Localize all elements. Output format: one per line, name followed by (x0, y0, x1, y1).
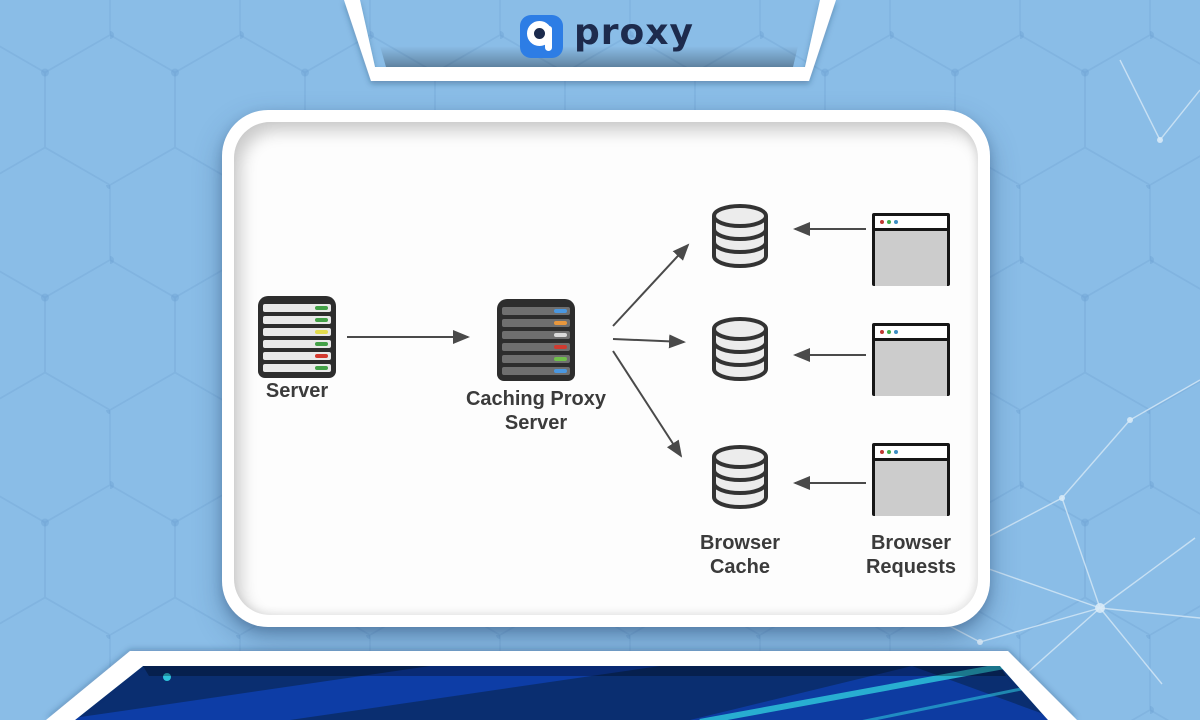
browser-titlebar (875, 446, 947, 461)
browser-window-icon-2 (872, 323, 950, 396)
proxy-slat (502, 355, 570, 363)
browser-titlebar (875, 216, 947, 231)
server-light (315, 306, 328, 310)
server-slat (263, 304, 331, 312)
browser-dot-green (887, 220, 891, 224)
browser-requests-label: Browser Requests (865, 532, 957, 578)
browser-content (875, 461, 947, 516)
browser-dot-red (880, 450, 884, 454)
bottom-banner-fill (75, 666, 1048, 720)
caching-proxy-server-label: Caching Proxy Server (465, 388, 607, 434)
proxy-slat (502, 367, 570, 375)
server-light (315, 318, 328, 322)
server-light (315, 366, 328, 370)
browser-dot-blue (894, 450, 898, 454)
banner-accent-shape-2 (690, 666, 1048, 720)
cache-cylinder-icon-1 (712, 204, 768, 268)
nine-glyph-tail (545, 25, 552, 51)
logo-wordmark: proxy (574, 12, 694, 53)
diagram-canvas (234, 122, 978, 615)
banner-cyan-streak-2 (859, 678, 1048, 720)
caching-proxy-server-icon (497, 299, 575, 381)
server-light (315, 342, 328, 346)
browser-window-icon-3 (872, 443, 950, 516)
banner-cyan-streak-1 (699, 666, 1016, 720)
proxy-light (554, 345, 567, 349)
browser-titlebar (875, 326, 947, 341)
bottom-banner-frame (46, 651, 1077, 720)
browser-dot-red (880, 330, 884, 334)
browser-dot-green (887, 330, 891, 334)
proxy-light (554, 321, 567, 325)
browser-dot-blue (894, 330, 898, 334)
banner-accent-shape-1 (75, 666, 660, 720)
banner-cyan-dot (163, 673, 171, 681)
proxy-light (554, 333, 567, 337)
server-slat (263, 364, 331, 372)
proxy-slat (502, 319, 570, 327)
browser-cache-label: Browser Cache (699, 532, 781, 578)
proxy-light (554, 357, 567, 361)
browser-dot-green (887, 450, 891, 454)
server-label: Server (265, 380, 329, 402)
server-slat (263, 316, 331, 324)
server-slat (263, 352, 331, 360)
proxy-slat (502, 343, 570, 351)
cache-cylinder-icon-2 (712, 317, 768, 381)
browser-dot-blue (894, 220, 898, 224)
server-light (315, 354, 328, 358)
browser-dot-red (880, 220, 884, 224)
cache-cylinder-icon-3 (712, 445, 768, 509)
server-slat (263, 328, 331, 336)
server-light (315, 330, 328, 334)
logo: proxy (520, 10, 720, 62)
proxy-light (554, 309, 567, 313)
browser-content (875, 341, 947, 396)
proxy-light (554, 369, 567, 373)
browser-content (875, 231, 947, 286)
proxy-slat (502, 307, 570, 315)
proxy-slat (502, 331, 570, 339)
server-icon (258, 296, 336, 378)
browser-window-icon-1 (872, 213, 950, 286)
nine-proxy-logo-icon (520, 14, 563, 58)
main-card (222, 110, 990, 627)
server-slat (263, 340, 331, 348)
